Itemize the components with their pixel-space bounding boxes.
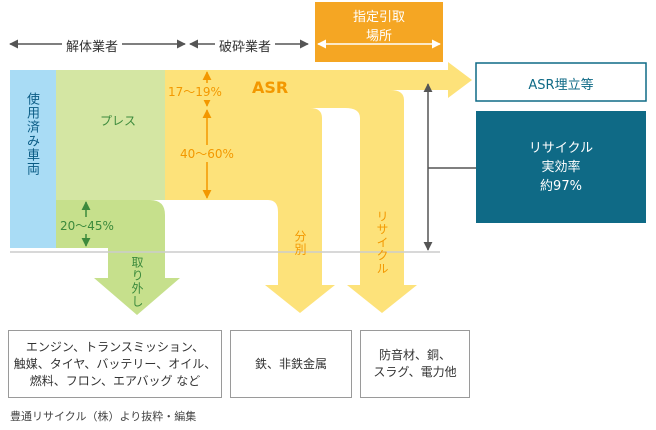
removal-label: 取り外し [130, 256, 144, 308]
shredder-flow-area [165, 90, 417, 313]
recycling-rate-box [476, 111, 646, 223]
vehicle-label: 使用済み車両 [24, 92, 39, 176]
press-flow-area [56, 70, 165, 200]
recycling-label: リサイクル [375, 210, 389, 275]
removed-parts-box: エンジン、トランスミッション、 触媒、タイヤ、バッテリー、オイル、 燃料、フロン… [8, 330, 222, 398]
press-label: プレス [100, 114, 137, 128]
recycled-materials-box: 防音材、銅、 スラグ、電力他 [360, 330, 470, 398]
shredder-label: 破砕業者 [215, 36, 276, 55]
recycling-rate-label: リサイクル 実効率 約97% [528, 141, 594, 194]
asr-flow-arrow [165, 62, 472, 98]
removal-share-label: 20〜45% [60, 217, 114, 234]
sorting-share-label: 40〜60% [180, 145, 234, 162]
designated-collection-box [315, 2, 443, 62]
asr-landfill-label: ASR埋立等 [528, 78, 594, 93]
dismantler-label: 解体業者 [62, 36, 123, 55]
asr-label: ASR [252, 78, 289, 97]
metals-box: 鉄、非鉄金属 [230, 330, 352, 398]
asr-share-label: 17〜19% [168, 83, 222, 100]
asr-landfill-box [475, 62, 647, 102]
source-note: 豊通リサイクル（株）より抜粋・編集 [10, 410, 197, 423]
vehicle-column [10, 70, 56, 248]
sorting-label: 分別 [293, 230, 307, 256]
designated-collection-label: 指定引取 場所 [352, 10, 405, 44]
